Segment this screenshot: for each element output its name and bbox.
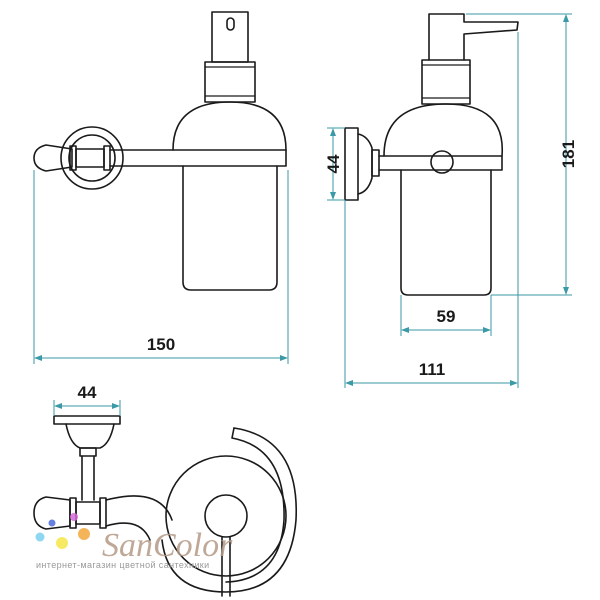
watermark-dot	[70, 513, 78, 521]
front-collar-right	[103, 145, 111, 171]
dim-44-top-label: 44	[78, 383, 97, 402]
top-container-outer	[165, 455, 287, 577]
dim-181-label: 181	[559, 140, 578, 168]
top-base-profile	[65, 423, 115, 449]
side-pump-spout	[428, 13, 519, 61]
watermark-tagline: интернет-магазин цветной сантехники	[36, 560, 210, 570]
top-base-plate	[53, 415, 121, 425]
front-view	[33, 11, 287, 291]
front-collar-middle	[75, 148, 105, 168]
watermark-dot	[78, 528, 90, 540]
dim-111-label: 111	[419, 360, 446, 379]
watermark-brand: SanColor	[102, 527, 233, 564]
dimension-lines	[33, 13, 572, 416]
watermark-dot	[48, 519, 56, 527]
side-pump-neck	[421, 59, 471, 105]
dim-44-side-label: 44	[324, 154, 343, 173]
side-base-profile	[357, 133, 373, 195]
front-wall-rosette-inner	[68, 134, 116, 182]
dim-59-label: 59	[437, 307, 456, 326]
watermark-dot	[35, 532, 45, 542]
front-pump-nozzle-opening	[226, 17, 235, 31]
front-arm	[109, 149, 287, 167]
side-base-collar	[371, 149, 380, 177]
front-dome	[172, 101, 287, 151]
side-view	[344, 13, 519, 296]
top-ball-end	[33, 496, 71, 530]
top-view	[33, 415, 297, 597]
top-arm-upper	[105, 495, 173, 521]
watermark: SanColor интернет-магазин цветной сантех…	[35, 513, 233, 570]
side-arm	[378, 155, 503, 171]
top-spout	[221, 536, 231, 597]
watermark-dot	[56, 537, 68, 549]
top-base-collar	[79, 447, 97, 457]
top-stem	[81, 455, 95, 501]
front-pump-head	[211, 11, 249, 63]
side-arm-knob	[430, 150, 454, 174]
front-ball-end	[33, 144, 73, 172]
side-wall-plate	[344, 127, 359, 201]
side-glass	[400, 169, 492, 296]
side-dome	[383, 103, 503, 157]
dim-150-label: 150	[147, 335, 175, 354]
top-holder-ring	[161, 427, 297, 593]
top-pump-ring	[204, 494, 248, 538]
front-glass	[182, 165, 278, 291]
front-wall-rosette	[60, 126, 124, 190]
